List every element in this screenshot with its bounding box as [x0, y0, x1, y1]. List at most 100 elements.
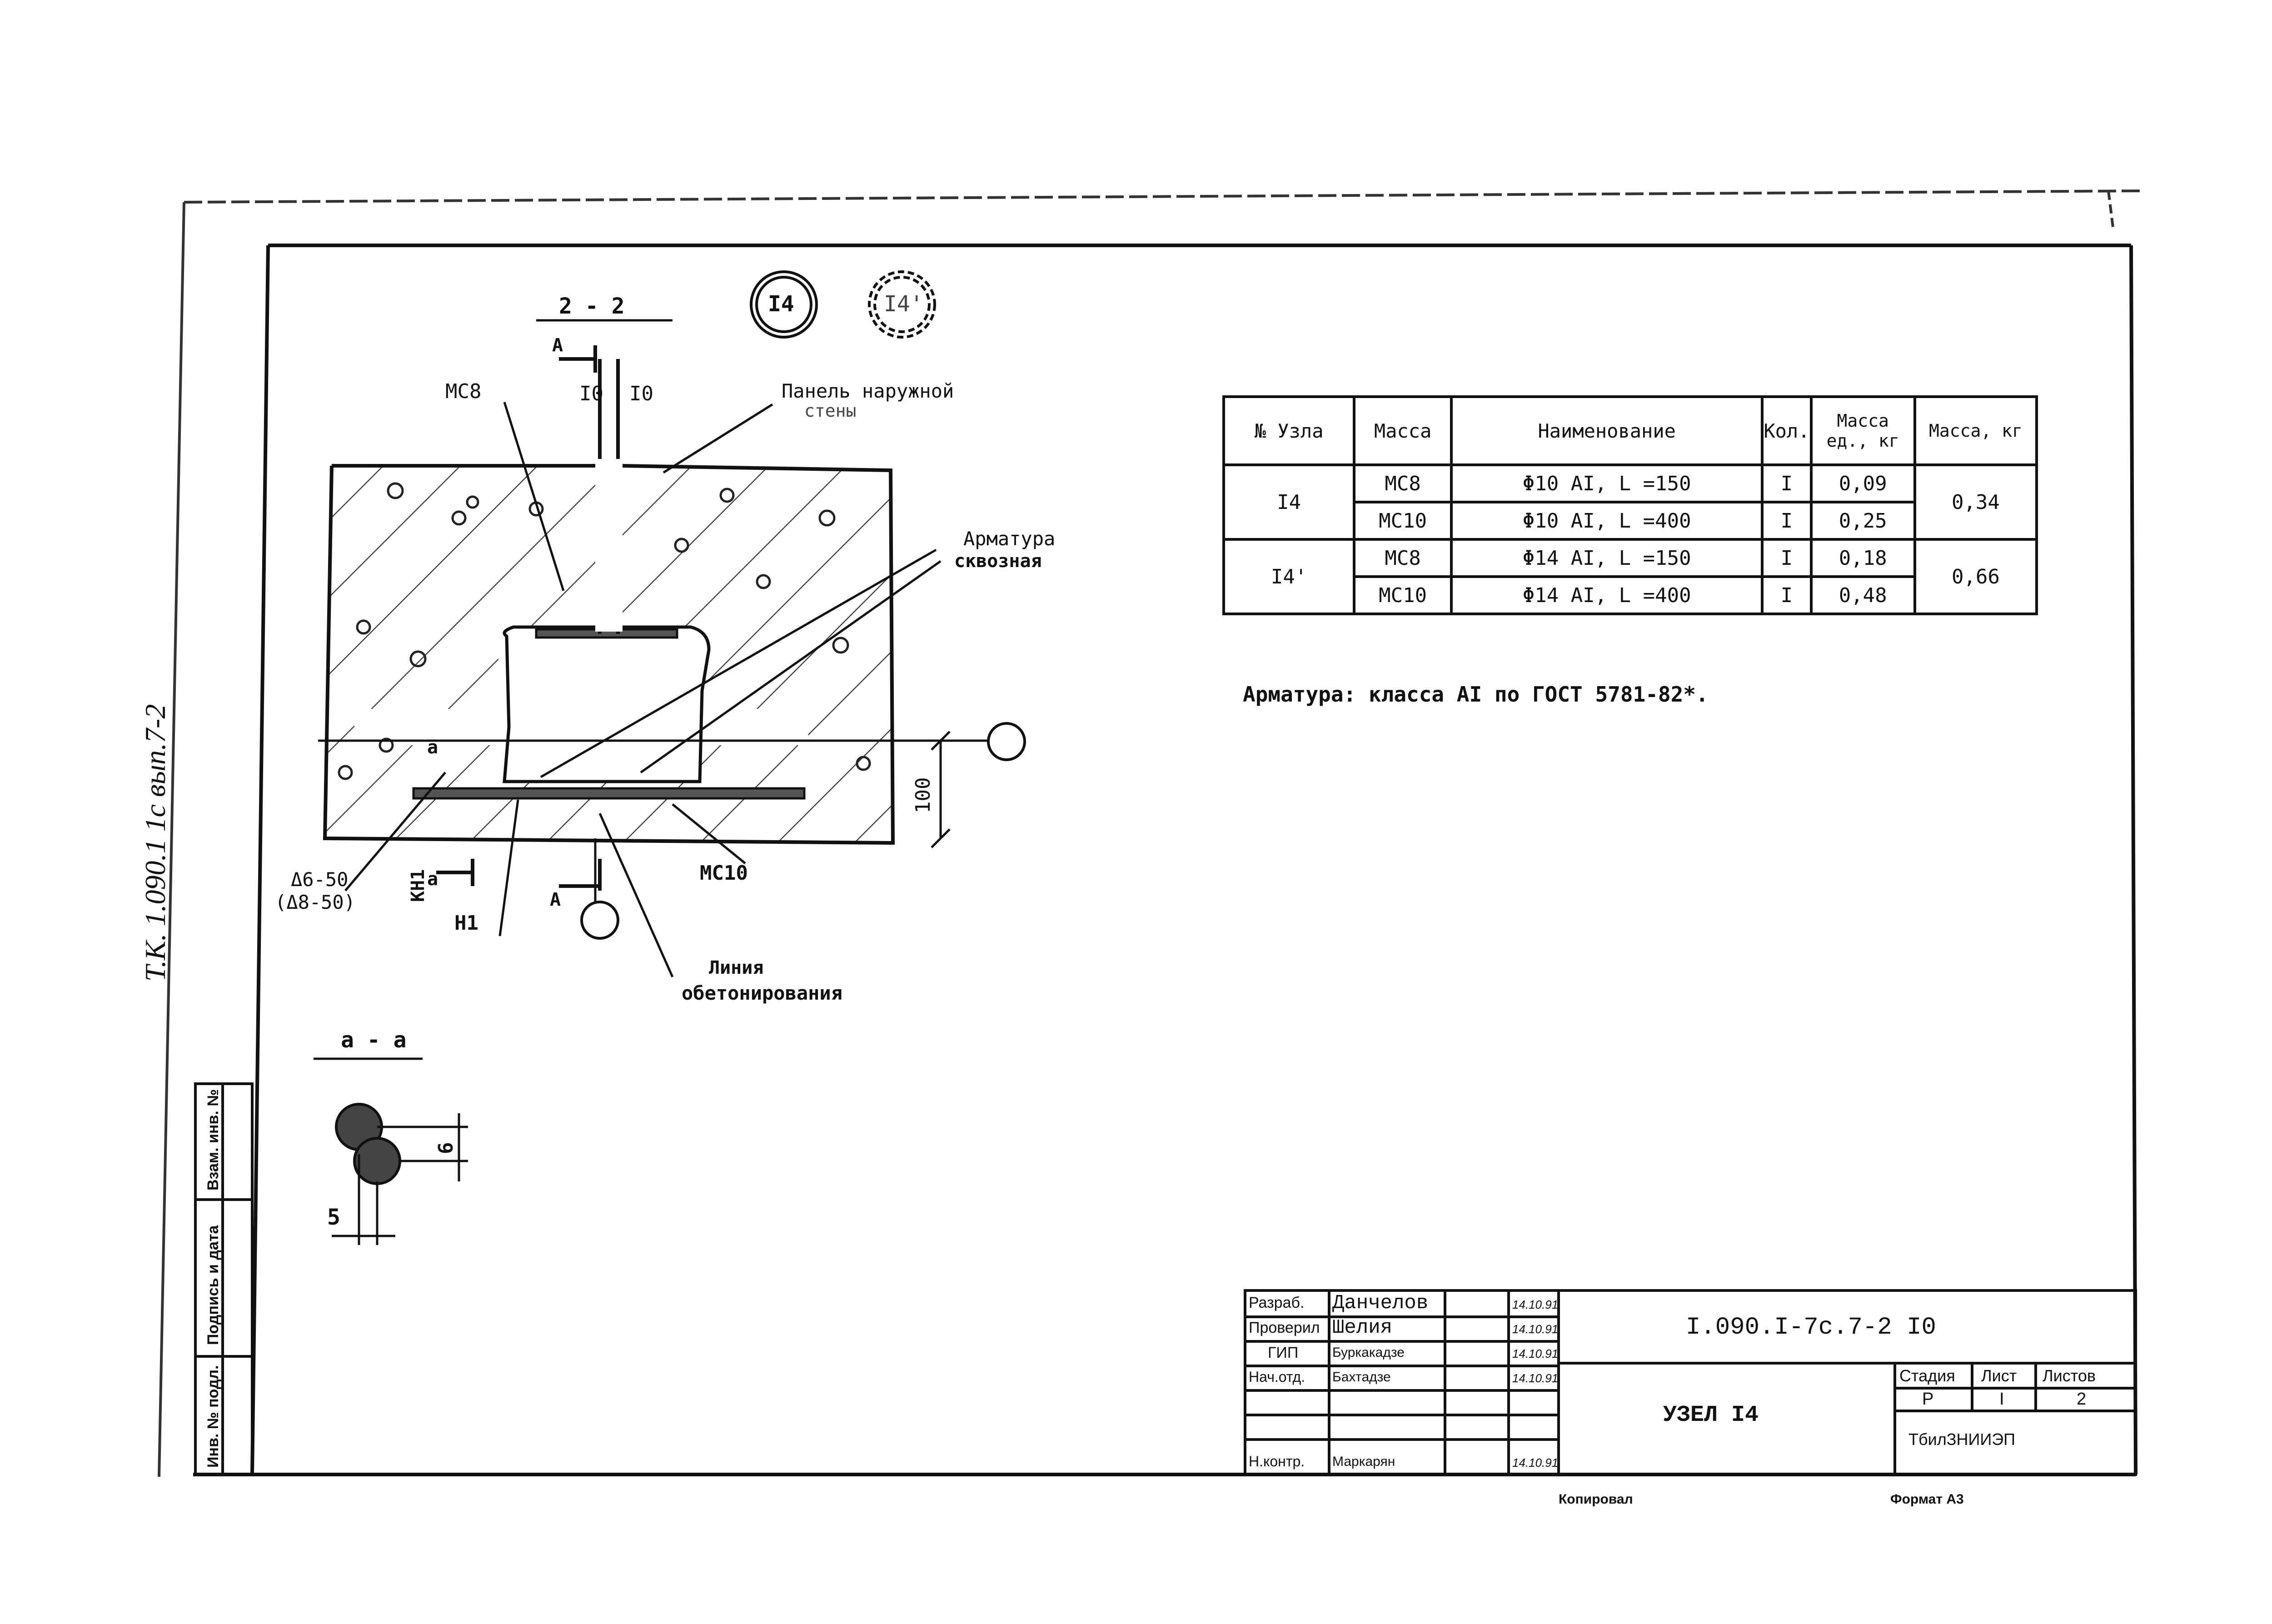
strip-label-replace: Взам. инв. №	[204, 1089, 222, 1191]
aa-dim-6: 6	[434, 1142, 458, 1155]
concrete-cavity	[503, 625, 711, 783]
label-h1: Н1	[454, 912, 478, 935]
cell-node: I4'	[1222, 538, 1356, 615]
tb-sheets-label: Листов	[2043, 1366, 2096, 1385]
cell-unit-mass: 0,18	[1809, 538, 1916, 578]
table-row: I4' МС8 Φ14 AI, L =150 I 0,18 0,66	[1222, 538, 2038, 615]
table-row: I4 МС8 Φ10 AI, L =150 I 0,09 0,34	[1222, 463, 2038, 541]
tb-name-6: Маркарян	[1332, 1454, 1395, 1469]
tb-role-2: ГИП	[1268, 1344, 1299, 1361]
tb-role-6: Н.контр.	[1249, 1453, 1305, 1470]
footer-copied: Копировал	[1559, 1492, 1633, 1507]
tb-date-6: 14.10.91	[1512, 1456, 1559, 1470]
label-panel-1: Панель наружной	[782, 380, 954, 402]
label-arm-1: Арматура	[963, 528, 1056, 550]
cell-qty: I	[1761, 538, 1813, 578]
table-row: МС10 Φ14 AI, L =400 I 0,48	[1224, 575, 2037, 615]
label-beton-2: обетонирования	[682, 982, 843, 1004]
cell-unit-mass: 0,09	[1809, 463, 1916, 503]
aa-dim-5: 5	[327, 1205, 340, 1230]
label-io-2: I0	[629, 382, 653, 405]
cell-mark: МС10	[1353, 575, 1453, 615]
cell-unit-mass: 0,48	[1809, 575, 1916, 615]
th-qty: Кол.	[1761, 395, 1813, 466]
tb-name-2: Буркакадзе	[1332, 1345, 1405, 1360]
cell-total: 0,34	[1913, 463, 2038, 541]
tb-date-3: 14.10.91	[1512, 1371, 1559, 1385]
label-a-top: А	[552, 335, 563, 356]
label-mc10: МС10	[700, 862, 748, 885]
cell-unit-mass: 0,25	[1809, 501, 1916, 541]
tb-date-2: 14.10.91	[1512, 1347, 1559, 1360]
node-mark-1: I4	[768, 291, 794, 317]
footer-format: Формат А3	[1890, 1492, 1964, 1507]
cell-total: 0,66	[1913, 538, 2038, 615]
tb-stage: Р	[1922, 1390, 1934, 1409]
cell-name: Φ10 AI, L =400	[1450, 501, 1764, 541]
cell-qty: I	[1761, 575, 1813, 615]
cell-qty: I	[1761, 463, 1813, 503]
th-total: Масса, кг	[1913, 395, 2038, 466]
side-stamp: T.K. 1.090.1 1c вып.7-2	[139, 704, 171, 981]
panel-joint	[595, 459, 623, 632]
cell-name: Φ14 AI, L =400	[1450, 575, 1764, 615]
tb-role-3: Нач.отд.	[1249, 1369, 1305, 1385]
tb-sheets: 2	[2077, 1390, 2087, 1409]
th-name: Наименование	[1450, 395, 1764, 466]
label-beton-1: Линия	[709, 957, 764, 978]
tb-date-0: 14.10.91	[1512, 1298, 1559, 1311]
axis-bubble-right	[987, 722, 1026, 761]
cell-mark: МС10	[1353, 501, 1453, 541]
strip-label-inv: Инв. № подл.	[204, 1365, 222, 1468]
dimension-100	[931, 731, 951, 848]
label-kn1: КН1	[408, 869, 428, 902]
cell-mark: МС8	[1353, 463, 1453, 503]
tb-sheet: I	[1999, 1390, 2004, 1409]
th-unit-mass: Масса ед., кг	[1809, 395, 1916, 466]
tb-stage-label: Стадия	[1899, 1366, 1955, 1385]
node-mark-2: I4'	[884, 291, 923, 317]
tb-name-1: Шелия	[1332, 1316, 1393, 1339]
tb-org: ТбилЗНИИЭП	[1908, 1430, 2015, 1449]
cell-name: Φ14 AI, L =150	[1450, 538, 1764, 578]
cell-qty: I	[1761, 501, 1813, 541]
leader-lines	[344, 402, 942, 978]
strip-label-sign: Подпись и дата	[204, 1225, 222, 1345]
label-weld-1: Δ6-50	[291, 868, 349, 891]
table-row: МС10 Φ10 AI, L =400 I 0,25	[1224, 501, 2037, 541]
outer-border	[158, 189, 2145, 1477]
label-arm-2: сквозная	[954, 551, 1042, 572]
section-title: 2 - 2	[559, 294, 625, 319]
title-block-frame	[1244, 1289, 2137, 1476]
label-weld-2: (Δ8-50)	[275, 891, 356, 913]
cell-node: I4	[1222, 463, 1356, 541]
tb-sheet-label: Лист	[1981, 1366, 2017, 1385]
tb-role-1: Проверил	[1249, 1319, 1320, 1336]
label-a-bottom: А	[550, 889, 561, 910]
node-mark-circles	[750, 270, 936, 339]
cell-name: Φ10 AI, L =150	[1450, 463, 1764, 503]
tb-name-3: Бахтадзе	[1332, 1370, 1391, 1385]
tb-doc-code: I.090.I-7с.7-2 I0	[1686, 1314, 1936, 1341]
tb-date-1: 14.10.91	[1512, 1322, 1559, 1336]
label-a-small-2: а	[427, 869, 438, 890]
left-strip	[194, 1082, 254, 1476]
wall-panel	[323, 464, 895, 845]
th-mark: Масса	[1353, 395, 1453, 466]
aggregate-marks	[338, 482, 871, 780]
cell-mark: МС8	[1353, 538, 1453, 578]
label-a-small: а	[427, 737, 438, 758]
spec-table: № Узла Масса Наименование Кол. Масса ед.…	[1222, 395, 2038, 615]
label-dim-100: 100	[912, 777, 935, 813]
label-mc8: МС8	[445, 380, 482, 403]
th-node: № Узла	[1222, 395, 1356, 466]
tb-role-0: Разраб.	[1249, 1294, 1305, 1311]
aa-title: а - а	[341, 1027, 407, 1053]
label-panel-2: стены	[804, 401, 857, 421]
tb-name-0: Данчелов	[1332, 1292, 1429, 1315]
tb-doc-title: УЗЕЛ I4	[1663, 1402, 1759, 1428]
aa-detail	[332, 1103, 468, 1245]
axis-bubble-bottom	[580, 901, 619, 940]
section-marks	[436, 345, 602, 891]
